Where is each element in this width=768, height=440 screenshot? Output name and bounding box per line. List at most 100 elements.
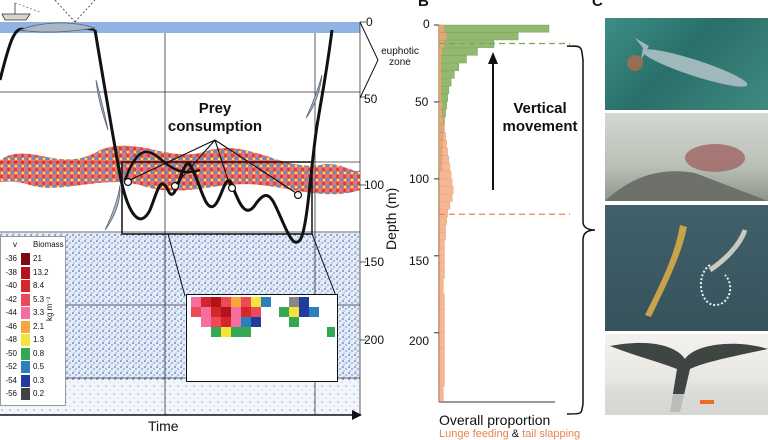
legend-unit: kg m⁻³	[45, 296, 54, 321]
legend-header-right: Biomass	[33, 240, 64, 249]
feeding-bar	[438, 271, 445, 279]
legend-right-value: 5.3	[33, 294, 45, 304]
legend-swatch	[21, 280, 30, 292]
legend-left-value: -50	[5, 348, 17, 358]
legend-row: -50 0.8	[1, 347, 65, 360]
feeding-bar	[438, 86, 442, 95]
scale-tick-0: 0	[366, 15, 373, 29]
legend-swatch	[21, 334, 30, 346]
scale-tick-200: 200	[364, 333, 385, 347]
scale-tick-150: 150	[364, 255, 385, 269]
whale-back	[605, 171, 768, 201]
feeding-bar	[438, 378, 445, 387]
feeding-bar	[438, 32, 447, 41]
feeding-bar	[438, 47, 443, 56]
legend-left-value: -56	[5, 389, 17, 398]
panel-c-letter: C	[592, 0, 603, 10]
sea-surface-bar	[0, 22, 360, 33]
feeding-bar	[438, 263, 445, 272]
feeding-bar	[438, 294, 445, 302]
ytick-100: 100	[409, 172, 430, 186]
legend-swatch	[21, 293, 30, 306]
echogram-figure	[0, 0, 379, 420]
euphotic-bar	[438, 40, 495, 48]
legend-right-value: 0.8	[33, 348, 45, 358]
legend-left-value: -46	[5, 321, 17, 331]
feeding-bar	[438, 147, 449, 156]
legend-row: -38 13.2	[1, 266, 65, 279]
depth-scale-ticks	[360, 21, 366, 341]
feeding-bar	[438, 301, 445, 310]
legend-row: -36 21	[1, 253, 65, 265]
feeding-bar	[438, 132, 446, 141]
legend-left-value: -36	[5, 254, 17, 263]
whale-2	[708, 229, 748, 273]
panel-b: B 0 50 100 150 200 Depth (m) Overall pro…	[383, 0, 595, 440]
legend-left-value: -38	[5, 267, 17, 277]
legend-row: -52 0.5	[1, 361, 65, 373]
histogram-ylabel: Depth (m)	[383, 187, 399, 250]
arrow-head	[488, 52, 498, 64]
aerial-whale-photo	[605, 18, 768, 110]
time-arrow-head	[352, 410, 362, 420]
feeding-bar	[438, 371, 445, 379]
tag-camera-photo	[605, 113, 768, 201]
legend-left-value: -42	[5, 294, 17, 304]
depth-histogram	[434, 24, 570, 403]
feeding-bar	[438, 317, 445, 325]
legend-swatch	[21, 320, 30, 333]
euphotic-zone-label: euphotic zone	[381, 46, 419, 68]
legend-right-value: 0.5	[33, 362, 45, 371]
legend-right-value: 1.3	[33, 335, 45, 344]
feeding-bar	[438, 124, 445, 133]
legend-swatch	[21, 388, 30, 400]
euphotic-bar	[438, 24, 550, 33]
feeding-bar	[438, 155, 450, 164]
whale-shape	[642, 49, 748, 87]
ytick-150: 150	[409, 254, 430, 268]
feeding-bar	[438, 386, 444, 395]
legend-right-value: 3.3	[33, 308, 45, 317]
krill-patch	[627, 55, 643, 71]
tag-marker	[700, 400, 714, 404]
scale-tick-100: 100	[364, 178, 385, 192]
feeding-bar	[438, 94, 442, 102]
panel-c-brace	[566, 45, 596, 415]
legend-right-value: 0.2	[33, 389, 45, 398]
feeding-bar	[438, 63, 442, 71]
legend-row: -56 0.2	[1, 388, 65, 400]
feeding-bar	[438, 340, 445, 348]
feeding-bar	[438, 117, 444, 125]
legend-swatch	[21, 374, 30, 387]
legend-left-value: -52	[5, 362, 17, 371]
feeding-bar	[438, 332, 445, 341]
legend-amp: &	[511, 428, 520, 440]
legend-row: -42 5.3	[1, 293, 65, 306]
feeding-bar	[438, 186, 454, 195]
ytick-200: 200	[409, 334, 430, 348]
feeding-bar	[438, 286, 444, 295]
boat	[1, 2, 41, 21]
feeding-bar	[438, 240, 445, 248]
feeding-bar	[438, 232, 446, 241]
feeding-bar	[438, 217, 447, 225]
bubble-net	[700, 264, 732, 307]
euphotic-bar	[438, 55, 467, 64]
inset-heatmap-cells	[191, 297, 335, 337]
legend-feeding: Lunge feeding	[439, 428, 509, 440]
euphotic-bar	[438, 32, 519, 41]
feeding-bar	[438, 140, 447, 148]
whale-silhouettes	[18, 22, 323, 231]
euphotic-brace	[359, 21, 379, 99]
sea-surface	[605, 394, 768, 415]
fluke-photo	[605, 334, 768, 415]
feeding-bar	[438, 163, 451, 171]
legend-right-value: 21	[33, 254, 42, 263]
whale-tail	[635, 38, 649, 60]
feeding-bar	[438, 209, 449, 218]
legend-right-value: 13.2	[33, 267, 49, 277]
feeding-bar	[438, 70, 442, 79]
feeding-bar	[438, 363, 445, 372]
